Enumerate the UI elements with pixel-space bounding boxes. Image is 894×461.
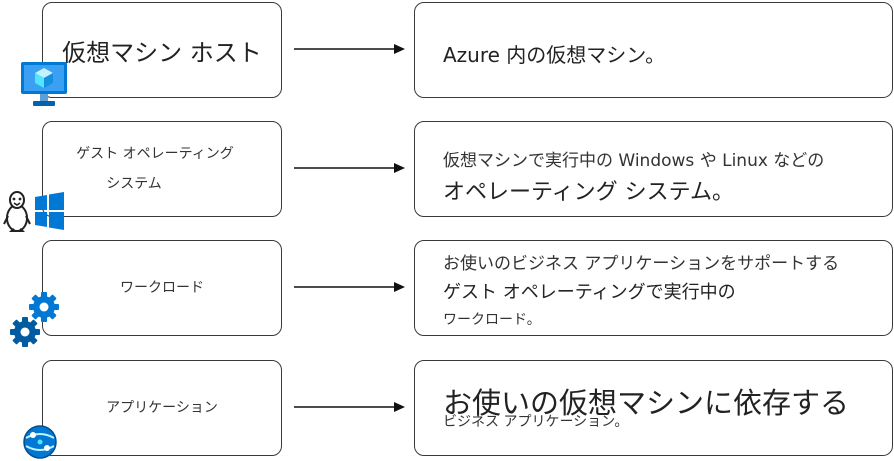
guest-os-description-line-2: オペレーティング システム。 (443, 180, 735, 205)
guest-os-label-line-2: システム (106, 176, 162, 192)
arrow-row-2 (294, 163, 405, 173)
arrow-row-1 (294, 44, 405, 54)
workload-label: ワークロード (120, 280, 204, 296)
vm-host-description-box: Azure 内の仮想マシン。 (414, 2, 893, 98)
application-description-line-2: ビジネス アプリケーション。 (443, 414, 629, 430)
guest-os-box: ゲスト オペレーティング システム (42, 121, 282, 217)
application-box: アプリケーション (42, 360, 282, 456)
app-service-icon (23, 425, 57, 459)
gears-icon (10, 292, 59, 347)
arrow-row-4 (294, 402, 405, 412)
workload-description-line-2: ゲスト オペレーティングで実行中の (443, 282, 736, 303)
guest-os-description-line-1: 仮想マシンで実行中の Windows や Linux などの (443, 151, 825, 171)
guest-os-label-line-1: ゲスト オペレーティング (76, 146, 234, 162)
workload-description-box: お使いのビジネス アプリケーションをサポートする ゲスト オペレーティングで実行… (414, 240, 893, 336)
guest-os-description-box: 仮想マシンで実行中の Windows や Linux などの オペレーティング … (414, 121, 893, 217)
application-description-box: お使いの仮想マシンに依存する ビジネス アプリケーション。 (414, 360, 893, 456)
linux-windows-icon (3, 191, 64, 232)
arrow-row-3 (294, 282, 405, 292)
workload-description-line-3: ワークロード。 (443, 312, 541, 328)
vm-monitor-icon (21, 62, 67, 106)
vm-host-box: 仮想マシン ホスト (42, 2, 282, 98)
workload-box: ワークロード (42, 240, 282, 336)
vm-host-label: 仮想マシン ホスト (62, 38, 262, 67)
workload-description-line-1: お使いのビジネス アプリケーションをサポートする (443, 254, 840, 274)
application-description-line-1: お使いの仮想マシンに依存する (443, 386, 850, 420)
application-label: アプリケーション (106, 400, 218, 416)
vm-host-description: Azure 内の仮想マシン。 (443, 43, 666, 67)
